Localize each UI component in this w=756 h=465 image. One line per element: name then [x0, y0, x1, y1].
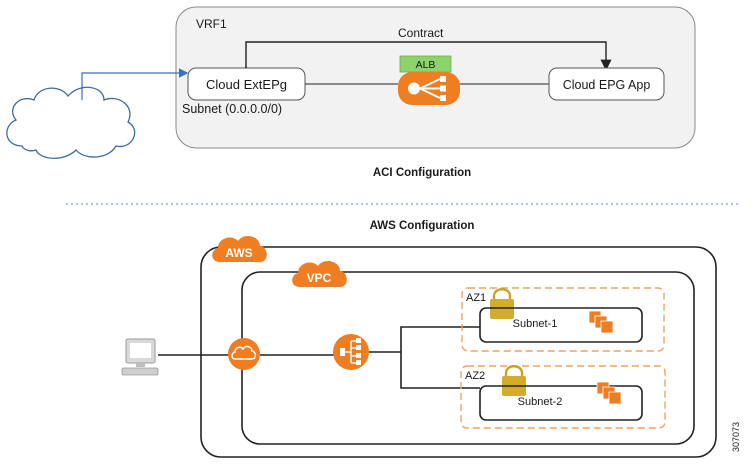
aci-section-title: ACI Configuration [373, 167, 471, 179]
subnet2-box [479, 385, 643, 421]
alb-icon: ALB [398, 55, 460, 105]
aws-section: AWS Configuration AWS VPC [121, 220, 717, 458]
client-computer-icon [121, 338, 159, 376]
elb-to-subnet1-link [400, 326, 480, 352]
contract-connector [240, 41, 612, 77]
aws-badge-label: AWS [225, 246, 252, 260]
vpc-badge: VPC [292, 260, 347, 287]
aws-cloud-container [200, 246, 717, 458]
subnet2-label: Subnet-2 [518, 396, 563, 408]
subnet1-box [479, 307, 643, 343]
instances-icon [588, 310, 614, 334]
internet-to-ext-epg-arrow [81, 68, 189, 100]
figure-id: 307073 [731, 422, 741, 452]
cloud-epg-app-box [548, 67, 665, 101]
cloud-ext-epg-label: Cloud ExtEPg [206, 77, 287, 92]
az1-zone [461, 287, 665, 352]
cloud-icon [6, 86, 136, 159]
lock-icon [490, 288, 514, 319]
subnet1-label: Subnet-1 [513, 318, 558, 330]
vpc-badge-label: VPC [307, 271, 332, 285]
elb-to-subnet2-link [400, 352, 480, 389]
az1-label: AZ1 [466, 292, 486, 304]
contract-label: Contract [398, 26, 444, 40]
az2-label: AZ2 [465, 370, 485, 382]
aci-section: VRF1 Contract Cloud ExtEPg Subnet (0.0.0… [6, 6, 696, 179]
internet-gateway-icon [228, 338, 260, 370]
lock-icon [502, 365, 526, 396]
vrf-label: VRF1 [196, 17, 227, 31]
load-balancer-icon [333, 334, 369, 370]
aws-section-title: AWS Configuration [370, 220, 475, 232]
cloud-epg-app-label: Cloud EPG App [563, 78, 651, 92]
instances-icon [596, 381, 622, 405]
alb-label: ALB [416, 59, 436, 71]
aws-badge: AWS [212, 235, 267, 262]
az2-zone [460, 365, 666, 429]
subnet-0-label: Subnet (0.0.0.0/0) [182, 102, 282, 116]
